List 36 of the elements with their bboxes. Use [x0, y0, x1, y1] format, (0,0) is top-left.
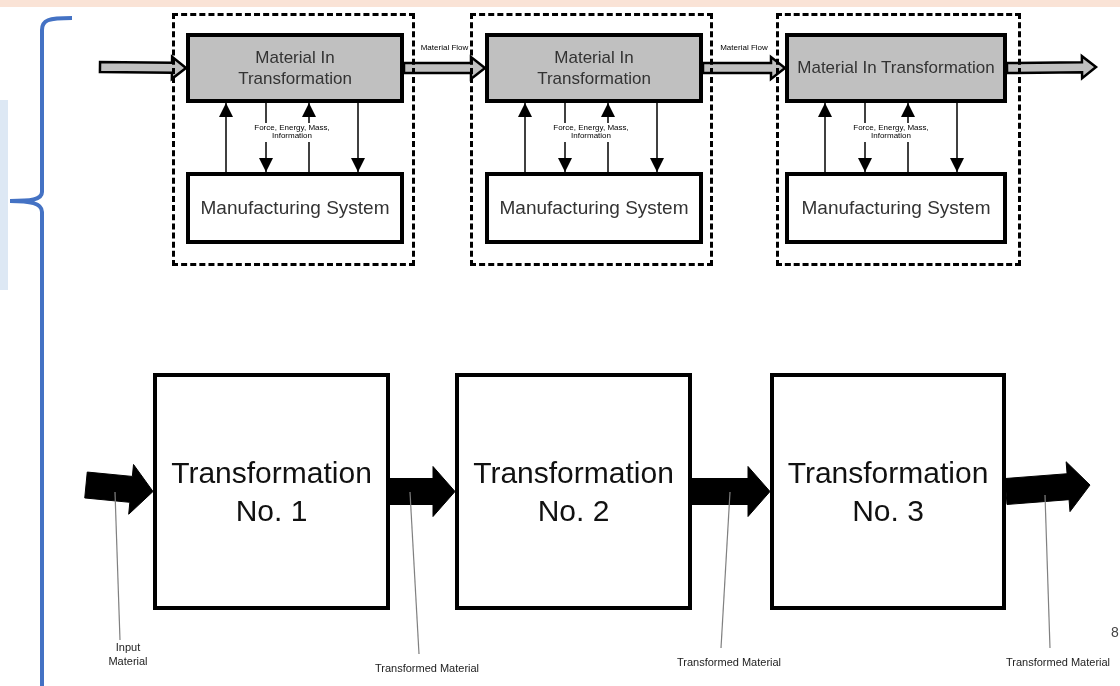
page-number: 8: [1111, 624, 1119, 640]
dashed-group-frame: [470, 13, 713, 266]
flow-arrow: [691, 466, 771, 517]
arrow: [518, 102, 532, 173]
flow-arrow: [1005, 53, 1099, 81]
transformation-box: Transformation No. 2: [455, 373, 692, 610]
flow-arrow: [84, 464, 154, 515]
leader-line: [1044, 494, 1051, 649]
edge-label: Material Flow: [419, 44, 470, 53]
flow-arrow: [389, 466, 456, 517]
leader-line: [720, 491, 731, 649]
dashed-group-frame: [776, 13, 1021, 266]
flow-arrow: [98, 54, 189, 82]
edge-label: Material Flow: [719, 44, 769, 53]
system-box: Manufacturing System: [485, 172, 703, 244]
process-box: Material In Transformation: [785, 33, 1007, 103]
system-box: Manufacturing System: [186, 172, 404, 244]
arrow: [818, 102, 832, 173]
arrow: [351, 102, 365, 173]
flow-arrow: [1004, 461, 1091, 513]
leader-line: [409, 491, 420, 655]
transformation-box: Transformation No. 1: [153, 373, 390, 610]
dashed-group-frame: [172, 13, 415, 266]
leader-label: Input Material: [107, 641, 149, 669]
flow-arrow: [701, 54, 788, 82]
leader-line: [114, 491, 121, 641]
arrow: [650, 102, 664, 173]
process-box: Material In Transformation: [485, 33, 703, 103]
leader-label: Transformed Material: [1005, 656, 1111, 670]
transformation-box: Transformation No. 3: [770, 373, 1006, 610]
process-box: Material In Transformation: [186, 33, 404, 103]
system-box: Manufacturing System: [785, 172, 1007, 244]
leader-label: Transformed Material: [374, 662, 480, 676]
arrow: [219, 102, 233, 173]
leader-label: Transformed Material: [676, 656, 782, 670]
arrow: [950, 102, 964, 173]
